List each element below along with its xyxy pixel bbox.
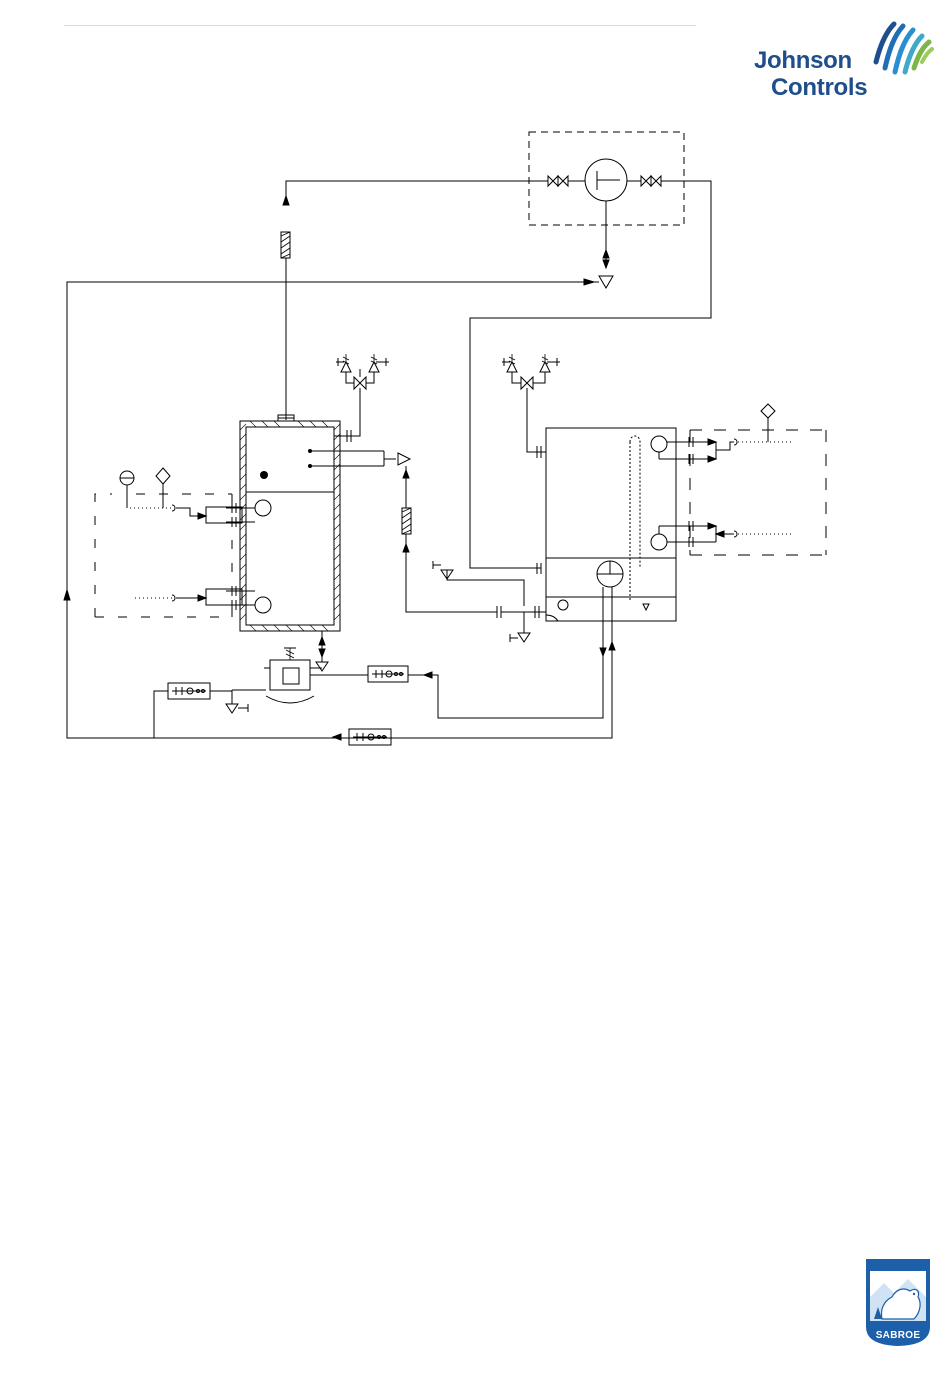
coil-connection-icon	[651, 436, 667, 452]
pump-icon	[270, 660, 310, 690]
sensor-icon	[761, 404, 775, 418]
drain-valve-icon	[518, 633, 530, 642]
valve-icon	[548, 176, 568, 186]
sabroe-wordmark: SABROE	[864, 1330, 932, 1341]
relief-valve-icon	[369, 362, 379, 372]
sabroe-logo: SABROE	[864, 1257, 932, 1347]
sight-glass-icon	[558, 600, 568, 610]
valve-icon	[641, 176, 661, 186]
suction-line	[286, 181, 548, 203]
receiver-vessel	[546, 428, 676, 621]
compressor-icon	[585, 159, 627, 201]
instrument-assembly-icon	[168, 683, 210, 699]
relief-valve-icon	[540, 362, 550, 372]
instrument-assembly-icon	[368, 666, 408, 682]
three-way-valve-icon	[354, 369, 366, 389]
three-way-valve-icon	[521, 377, 533, 389]
liquid-separator-vessel	[240, 421, 340, 631]
drain-valve-icon	[226, 704, 238, 713]
discharge-line	[470, 181, 711, 568]
coil-connection-icon	[255, 597, 271, 613]
safety-valve-icon	[599, 276, 613, 288]
instrument-assembly-icon	[349, 729, 391, 745]
sensor-icon	[156, 468, 170, 484]
coil-connection-icon	[255, 500, 271, 516]
coil-connection-icon	[651, 534, 667, 550]
relief-valve-icon	[507, 362, 517, 372]
sight-glass-icon	[261, 472, 268, 479]
safety-valve-icon	[398, 453, 410, 465]
check-valve-icon	[316, 662, 328, 671]
relief-valve-icon	[341, 362, 351, 372]
left-consumer-boundary	[95, 494, 112, 617]
